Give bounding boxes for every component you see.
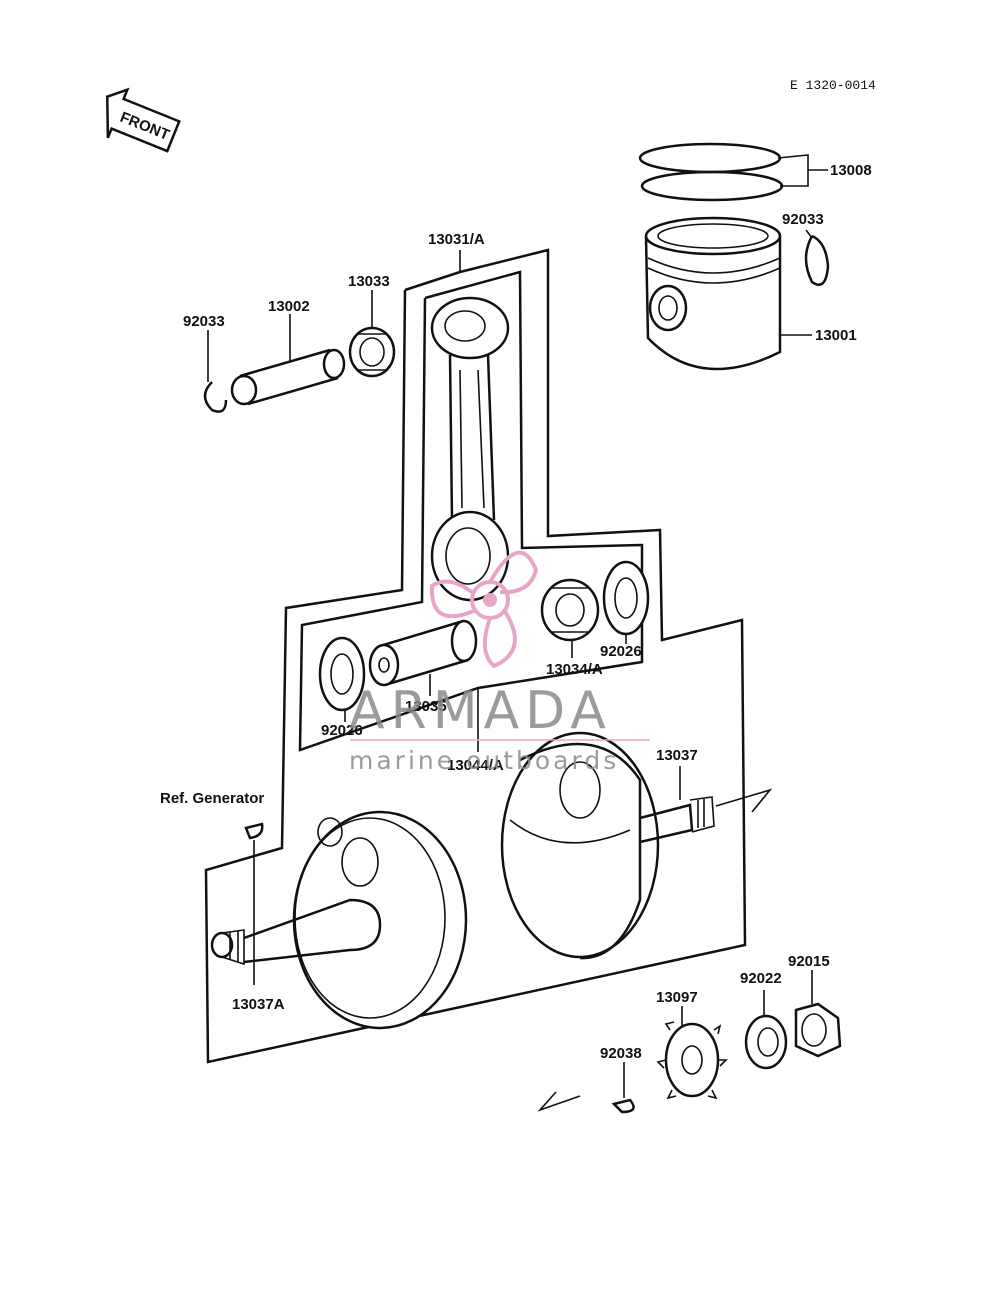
part-label-13044A: 13044/A (447, 757, 504, 774)
lock-washer (744, 1014, 788, 1070)
part-label-92033-left: 92033 (183, 313, 225, 330)
part-label-13001: 13001 (815, 327, 857, 344)
part-label-13002: 13002 (268, 298, 310, 315)
piston-rings (638, 142, 828, 202)
front-arrow-icon: FRONT (105, 87, 181, 153)
part-label-13031A: 13031/A (428, 231, 485, 248)
part-label-13034A: 13034/A (546, 661, 603, 678)
part-label-92038: 92038 (600, 1045, 642, 1062)
part-label-92015: 92015 (788, 953, 830, 970)
small-end-bearing (348, 326, 396, 378)
woodruff-key-top (244, 822, 264, 840)
drive-gear (656, 1021, 728, 1100)
part-label-92033-right: 92033 (782, 211, 824, 228)
part-label-13035: 13035 (405, 698, 447, 715)
watermark-logo: ARMADA marine outboards (349, 550, 650, 775)
woodruff-key (611, 1098, 635, 1114)
crank-pin (368, 619, 478, 687)
crankshaft-right-half (500, 731, 715, 960)
part-label-13033: 13033 (348, 273, 390, 290)
assembly-arrow-left (537, 1091, 581, 1112)
circlip-right (804, 234, 830, 286)
assembly-arrow-right (715, 788, 773, 813)
crankshaft-left-half (210, 810, 468, 1030)
thrust-washer-left (318, 636, 366, 712)
part-label-13037: 13037 (656, 747, 698, 764)
connecting-rod (430, 296, 510, 602)
watermark-brand: ARMADA (349, 681, 612, 741)
part-label-92022: 92022 (740, 970, 782, 987)
circlip-left (203, 381, 228, 413)
big-end-bearing (540, 578, 600, 642)
propeller-icon (429, 550, 539, 669)
nut (794, 1002, 842, 1058)
part-label-13097: 13097 (656, 989, 698, 1006)
ref-generator-label: Ref. Generator (160, 790, 264, 807)
part-label-13037A: 13037A (232, 996, 285, 1013)
part-label-13008: 13008 (830, 162, 872, 179)
crankshaft-assembly-outline (204, 248, 747, 1064)
piston (644, 216, 812, 371)
piston-pin (230, 348, 346, 406)
part-label-92026-right: 92026 (600, 643, 642, 660)
thrust-washer-right (602, 560, 650, 636)
part-label-92026-left: 92026 (321, 722, 363, 739)
diagram-code: E 1320-0014 (790, 78, 876, 93)
watermark-tagline: marine outboards (349, 746, 619, 775)
